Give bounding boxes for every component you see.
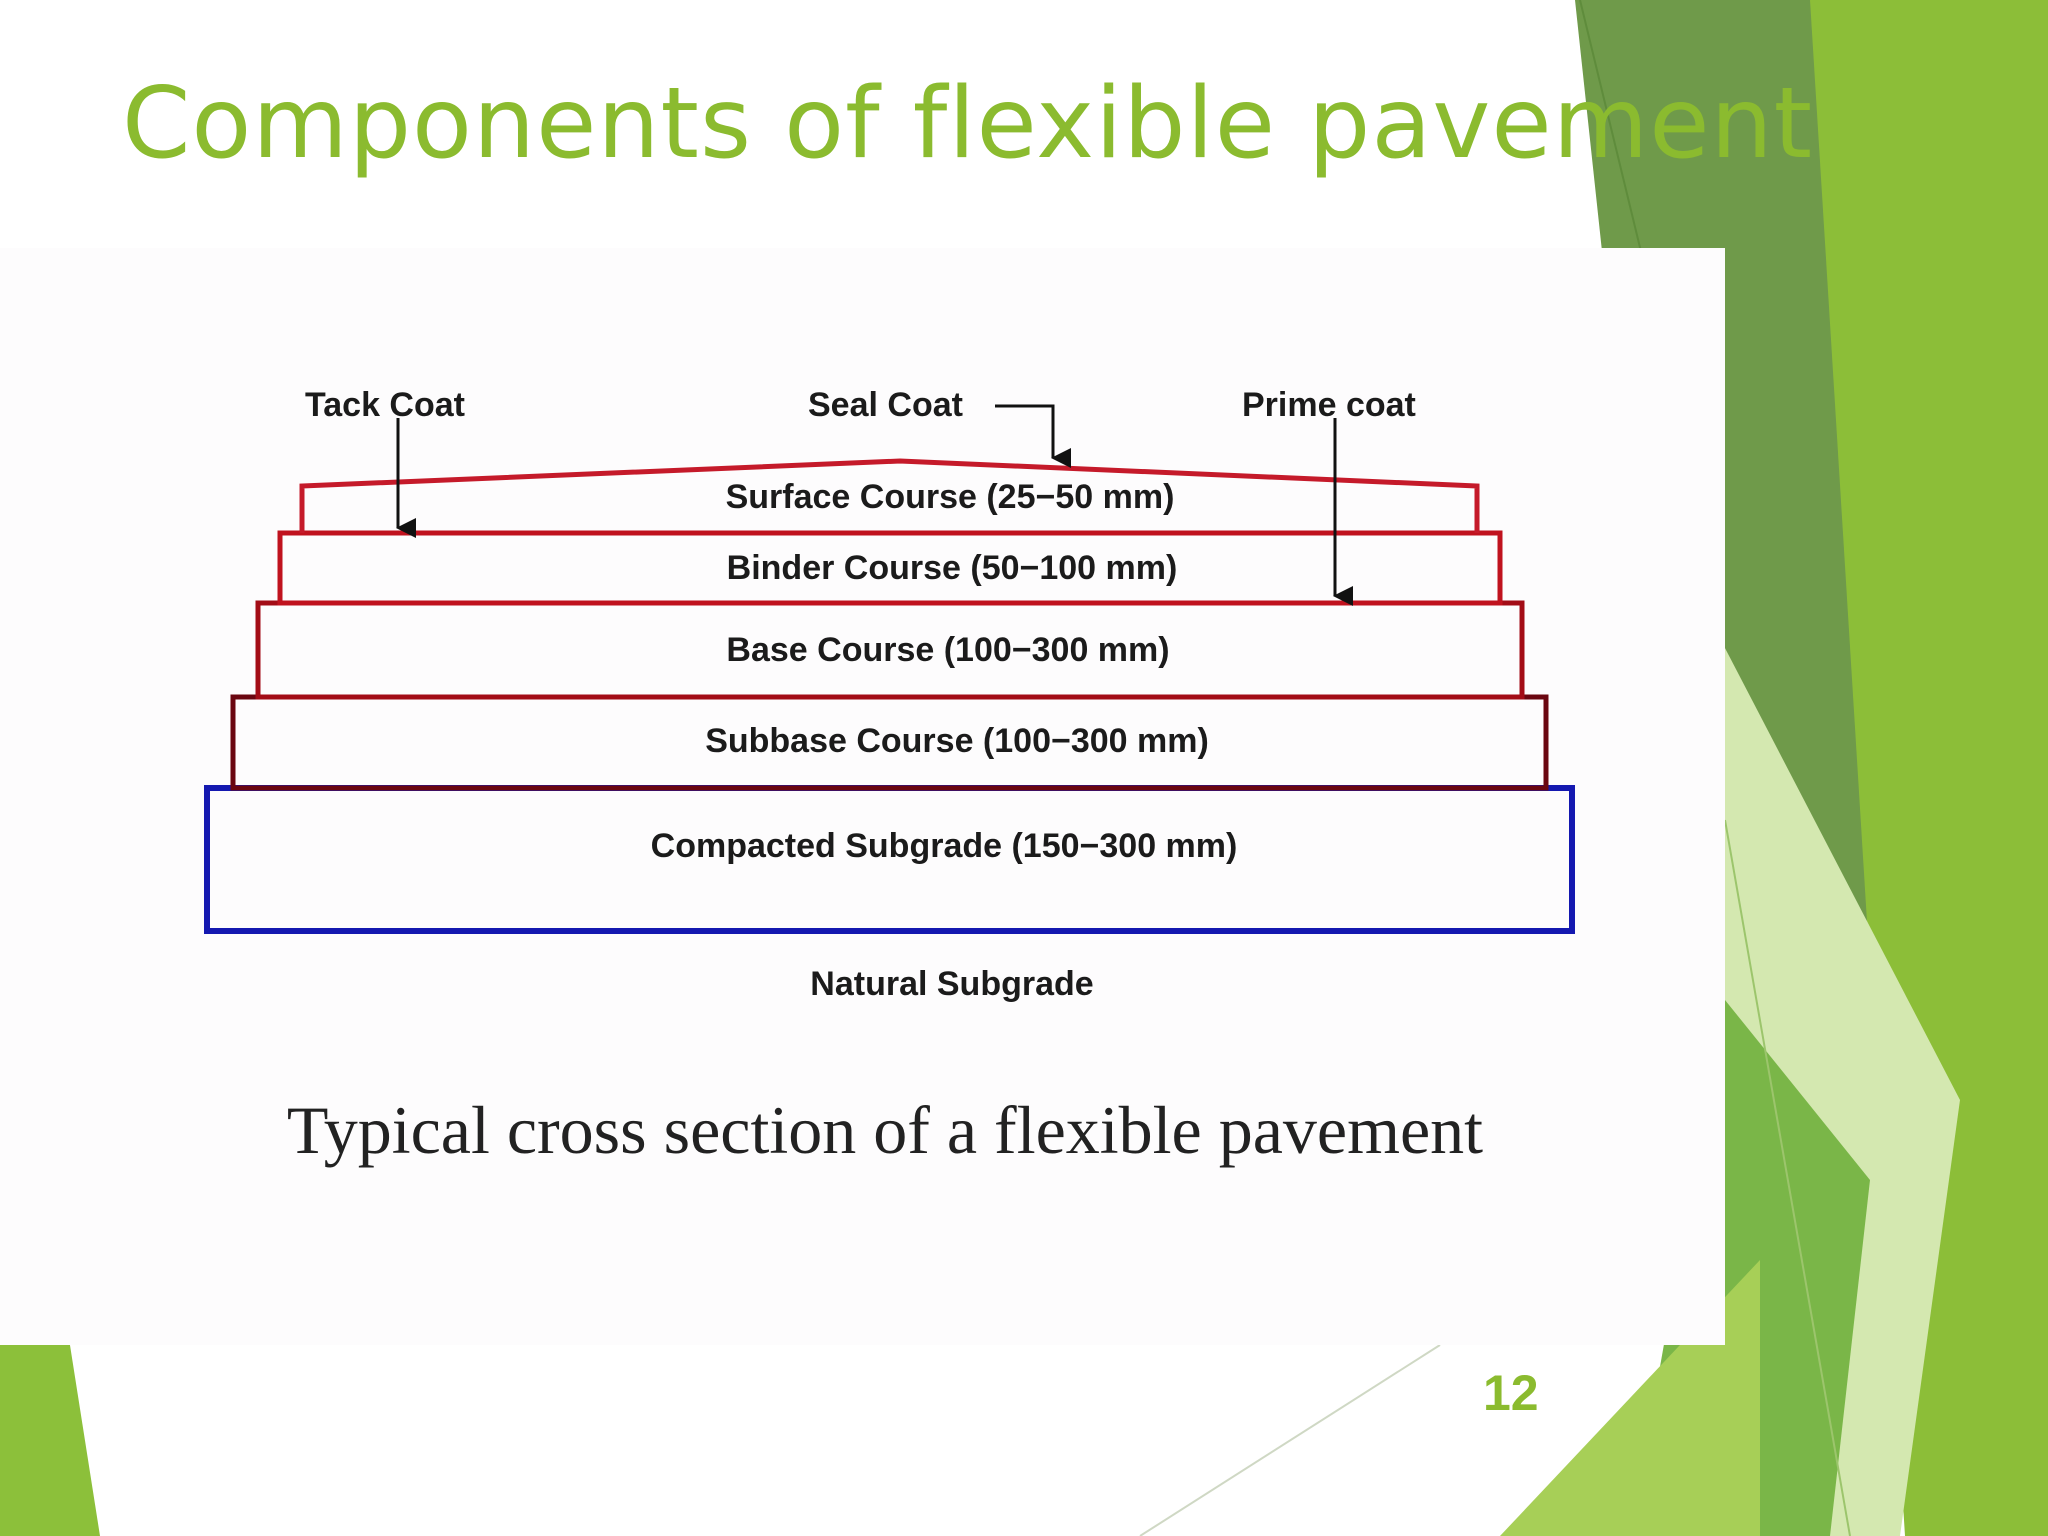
surface-course-label: Surface Course (25−50 mm) bbox=[726, 478, 1175, 516]
seal-coat-arrow bbox=[995, 404, 1071, 468]
page-number: 12 bbox=[1483, 1365, 1539, 1421]
surface-course-layer bbox=[299, 458, 1480, 533]
natural-subgrade-label: Natural Subgrade bbox=[810, 965, 1093, 1003]
slide-title: Components of flexible pavement bbox=[122, 67, 1814, 181]
binder-course-label: Binder Course (50−100 mm) bbox=[727, 549, 1178, 587]
deco-line bbox=[1724, 819, 1851, 1536]
deco-line bbox=[1139, 1344, 1441, 1536]
diagram-image: Surface Course (25−50 mm) Binder Course … bbox=[0, 248, 1725, 1345]
figure-caption: Typical cross section of a flexible pave… bbox=[287, 1092, 1483, 1168]
binder-course-layer bbox=[277, 530, 1503, 606]
compacted-subgrade-label: Compacted Subgrade (150−300 mm) bbox=[651, 827, 1238, 865]
base-course-label: Base Course (100−300 mm) bbox=[726, 631, 1169, 669]
prime-coat-label: Prime coat bbox=[1242, 386, 1416, 424]
tack-coat-label: Tack Coat bbox=[305, 386, 465, 424]
pavement-cross-section: Surface Course (25−50 mm) Binder Course … bbox=[204, 386, 1575, 1168]
seal-coat-label: Seal Coat bbox=[808, 386, 963, 424]
deco-right-mid bbox=[1810, 0, 2048, 1536]
subbase-course-label: Subbase Course (100−300 mm) bbox=[705, 722, 1209, 760]
